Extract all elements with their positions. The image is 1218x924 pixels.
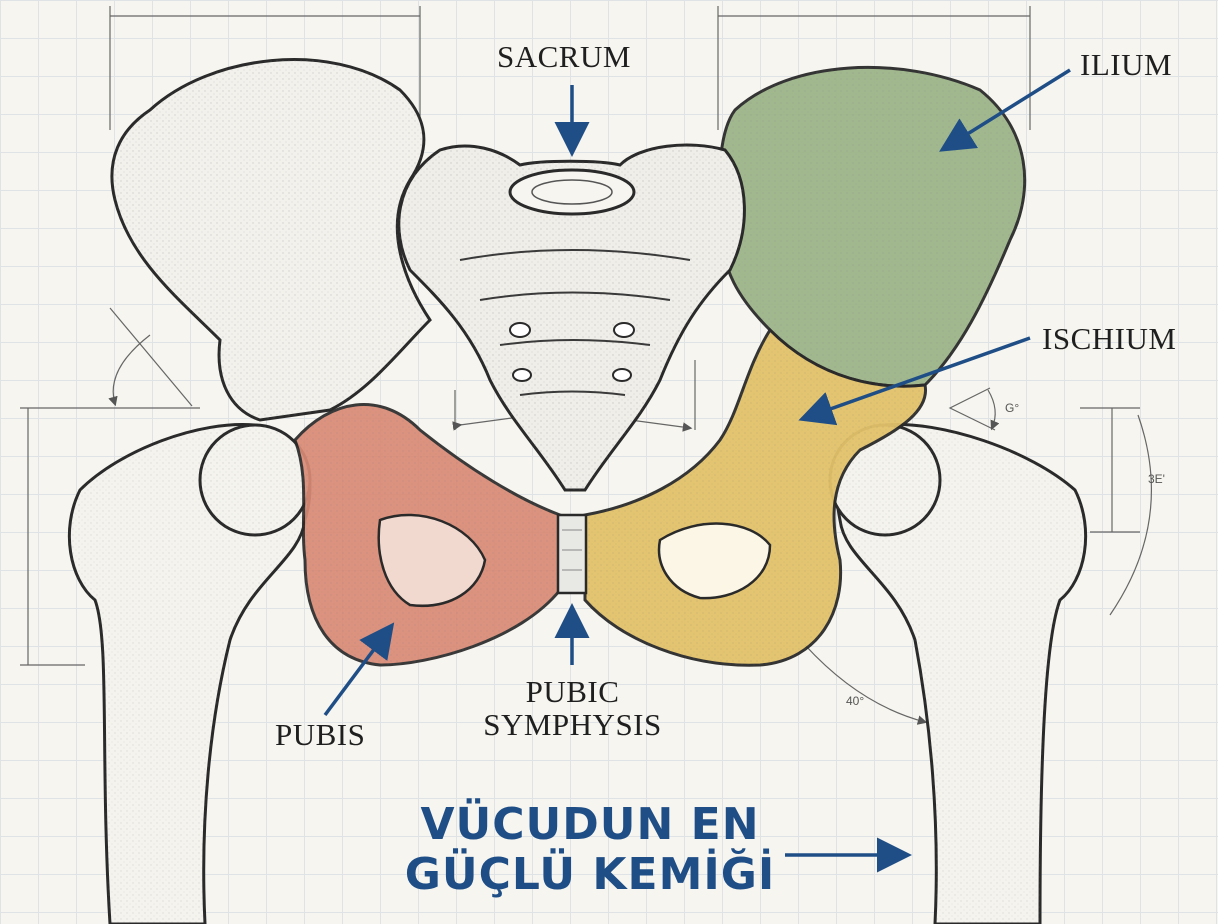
angle-label-40: 40° bbox=[846, 694, 864, 708]
pubic-symphysis-label: PUBIC SYMPHYSIS bbox=[470, 675, 675, 742]
pubis-region bbox=[295, 405, 560, 665]
pubic-symphysis bbox=[558, 515, 586, 593]
headline: VÜCUDUN EN GÜÇLÜ KEMİĞİ bbox=[395, 800, 785, 899]
headline-line1: VÜCUDUN EN bbox=[395, 800, 785, 850]
ischium-label: ISCHIUM bbox=[1042, 322, 1176, 355]
pubic-symphysis-label-line2: SYMPHYSIS bbox=[470, 708, 675, 741]
sacrum bbox=[399, 145, 745, 490]
angle-label-g: G° bbox=[1005, 401, 1019, 415]
right-femur bbox=[830, 424, 1086, 924]
left-femur bbox=[69, 424, 310, 924]
pubis-label: PUBIS bbox=[275, 718, 365, 751]
pubic-symphysis-label-line1: PUBIC bbox=[470, 675, 675, 708]
left-ilium bbox=[112, 60, 430, 420]
angle-label-3e: 3E' bbox=[1148, 472, 1165, 486]
headline-line2: GÜÇLÜ KEMİĞİ bbox=[395, 850, 785, 900]
sacrum-label: SACRUM bbox=[497, 40, 631, 73]
ilium-label: ILIUM bbox=[1080, 48, 1172, 81]
